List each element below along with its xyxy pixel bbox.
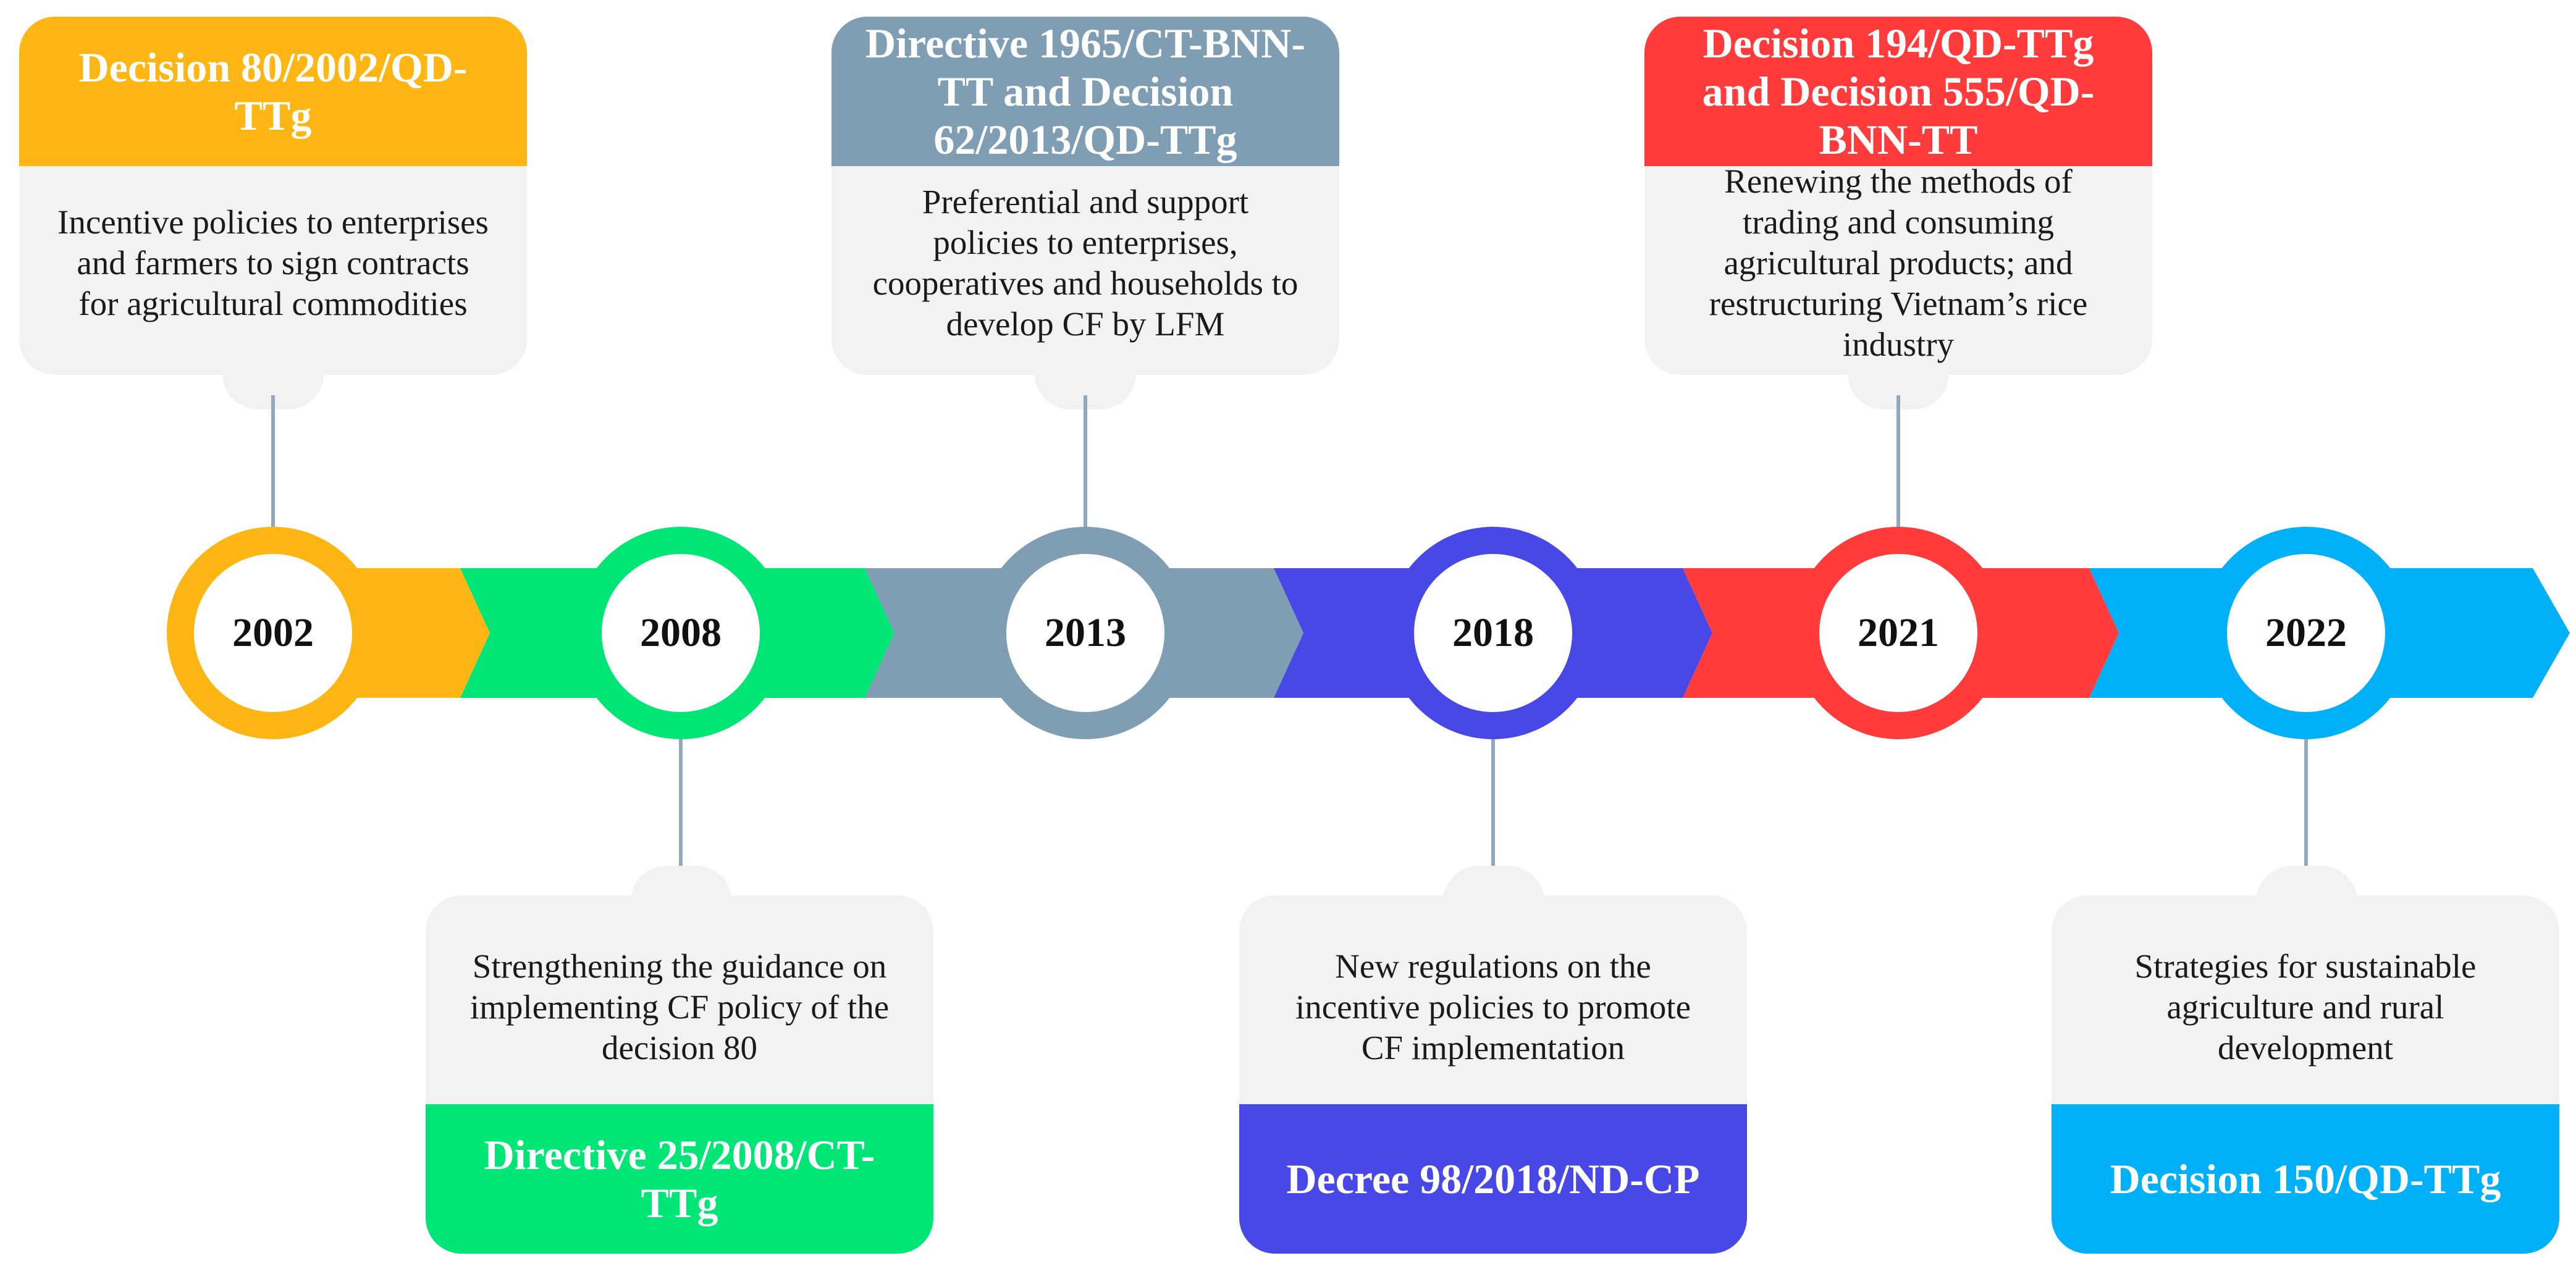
milestone-card-2018: New regulations on the incentive policie… — [1239, 895, 1747, 1254]
year-node-2008: 2008 — [575, 527, 787, 739]
connector-line — [2304, 739, 2308, 881]
connector-line — [1084, 395, 1087, 534]
year-label: 2022 — [2265, 610, 2347, 655]
milestone-card-2013: Directive 1965/CT-BNN-TT and Decision 62… — [831, 17, 1339, 375]
year-label: 2021 — [1858, 610, 1939, 655]
year-label: 2008 — [640, 610, 722, 655]
milestone-card-2002: Decision 80/2002/QD-TTg Incentive polici… — [19, 17, 527, 375]
milestone-description: Renewing the methods of trading and cons… — [1709, 162, 2088, 363]
milestone-card-2008: Strengthening the guidance on implementi… — [426, 895, 933, 1254]
year-node-2018: 2018 — [1387, 527, 1599, 739]
milestone-title: Decree 98/2018/ND-CP — [1239, 1104, 1747, 1254]
year-node-2022: 2022 — [2200, 527, 2412, 739]
connector-line — [1491, 739, 1495, 881]
milestone-title: Decision 150/QD-TTg — [2052, 1104, 2559, 1254]
connector-line — [1896, 395, 1900, 534]
milestone-description: New regulations on the incentive policie… — [1295, 947, 1691, 1067]
connector-line — [271, 395, 275, 534]
year-node-2021: 2021 — [1792, 527, 2005, 739]
milestone-title: Decision 80/2002/QD-TTg — [19, 17, 527, 166]
year-label: 2018 — [1452, 610, 1534, 655]
milestone-title: Directive 1965/CT-BNN-TT and Decision 62… — [831, 17, 1339, 166]
milestone-title: Directive 25/2008/CT-TTg — [426, 1104, 933, 1254]
year-node-2002: 2002 — [167, 527, 379, 739]
milestone-card-2022: Strategies for sustainable agriculture a… — [2052, 895, 2559, 1254]
milestone-description: Preferential and support policies to ent… — [872, 183, 1299, 343]
milestone-description: Incentive policies to enterprises and fa… — [57, 203, 489, 322]
milestone-description: Strengthening the guidance on implementi… — [469, 947, 890, 1067]
milestone-title: Decision 194/QD-TTg and Decision 555/QD-… — [1644, 17, 2152, 166]
milestone-card-2021: Decision 194/QD-TTg and Decision 555/QD-… — [1644, 17, 2152, 375]
year-label: 2002 — [232, 610, 314, 655]
year-label: 2013 — [1045, 610, 1126, 655]
year-node-2013: 2013 — [979, 527, 1192, 739]
milestone-description: Strategies for sustainable agriculture a… — [2134, 947, 2477, 1067]
connector-line — [679, 739, 683, 881]
